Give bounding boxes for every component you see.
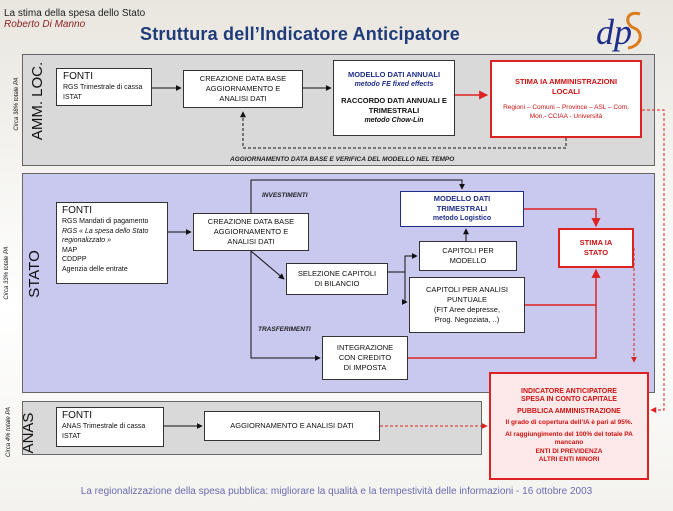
db-line: AGGIORNAMENTO E ANALISI DATI: [230, 421, 354, 430]
indicatore-line: Al raggiungimento del 100% del totale PA…: [505, 430, 633, 447]
author-name: Roberto Di Manno: [4, 19, 86, 30]
integrazione-line: INTEGRAZIONE: [336, 343, 394, 352]
model-title: MODELLO DATI TRIMESTRALI: [433, 194, 491, 213]
svg-text:d: d: [596, 12, 615, 52]
indicatore-line: ENTI DI PREVIDENZA: [535, 447, 603, 455]
share-anas: Circa 4% totale PA: [6, 407, 12, 457]
label-amm-loc: AMM. LOC.: [29, 61, 46, 141]
integrazione-line: DI IMPOSTA: [343, 363, 387, 372]
deck-title: La stima della spesa dello Stato: [4, 8, 146, 19]
capitoli-modello-box: CAPITOLI PER MODELLO: [419, 241, 517, 271]
indicatore-line: ALTRI ENTI MINORI: [538, 456, 600, 463]
stima-box-amm-loc: STIMA IA AMMINISTRAZIONI LOCALI Regioni …: [490, 60, 642, 138]
fonti-line: RGS Mandati di pagamento: [62, 218, 149, 225]
capitoli-line: CAPITOLI PER: [442, 246, 494, 255]
integrazione-line: CON CREDITO: [338, 353, 392, 362]
stima-line: STATO: [583, 248, 609, 257]
deck-header: La stima della spesa dello Stato Roberto…: [4, 8, 145, 30]
model-sub: metodo FE fixed effects: [354, 81, 434, 88]
fonti-box-amm-loc: FONTI RGS Trimestrale di cassa ISTAT: [56, 68, 152, 106]
model-title: MODELLO DATI ANNUALI: [347, 70, 441, 79]
db-line: CREAZIONE DATA BASE: [207, 217, 295, 226]
investimenti-label: INVESTIMENTI: [262, 192, 308, 199]
db-line: ANALISI DATI: [227, 237, 275, 246]
fonti-line: ANAS Trimestrale di cassa: [62, 423, 146, 430]
fonti-line: Agenzia delle entrate: [62, 265, 128, 273]
db-box-amm-loc: CREAZIONE DATA BASE AGGIORNAMENTO E ANAL…: [183, 70, 303, 108]
slide-title: Struttura dell’Indicatore Anticipatore: [140, 24, 460, 44]
fonti-line: MAP: [62, 246, 78, 254]
trasferimenti-label: TRASFERIMENTI: [258, 326, 311, 333]
stima-title: STIMA IA AMMINISTRAZIONI LOCALI: [514, 77, 618, 96]
fonti-line: RGS « La spesa dello Stato regionalizzat…: [62, 227, 149, 245]
db-box-anas: AGGIORNAMENTO E ANALISI DATI: [204, 411, 380, 441]
fonti-box-anas: FONTI ANAS Trimestrale di cassa ISTAT: [56, 407, 164, 447]
model-box-stato: MODELLO DATI TRIMESTRALI metodo Logistic…: [400, 191, 524, 227]
db-box-stato: CREAZIONE DATA BASE AGGIORNAMENTO E ANAL…: [193, 213, 309, 251]
fonti-line: ISTAT: [63, 93, 82, 101]
share-stato: Circa 33% totale PA: [4, 246, 10, 300]
stima-line: STIMA IA: [579, 238, 613, 247]
fonti-line: ISTAT: [62, 432, 81, 440]
label-stato: STATO: [26, 250, 43, 298]
selezione-box: SELEZIONE CAPITOLI DI BILANCIO: [286, 263, 388, 295]
indicatore-box: INDICATORE ANTICIPATORE SPESA IN CONTO C…: [489, 372, 649, 480]
fonti-title: FONTI: [62, 205, 92, 216]
raccordo-title: RACCORDO DATI ANNUALI E TRIMESTRALI: [341, 96, 447, 115]
selezione-line: DI BILANCIO: [314, 279, 360, 288]
fonti-title: FONTI: [62, 410, 92, 421]
indicatore-line: PUBBLICA AMMINISTRAZIONE: [517, 407, 621, 415]
stima-sub: Regioni – Comuni – Province – ASL – Com.…: [503, 104, 629, 120]
capitoli-line: Prog. Negoziata, ..): [434, 315, 500, 324]
footer: La regionalizzazione della spesa pubblic…: [80, 486, 593, 497]
db-line: AGGIORNAMENTO E: [205, 84, 281, 93]
share-amm-loc: Circa 38% totale PA: [14, 77, 20, 131]
capitoli-line: MODELLO: [449, 256, 487, 265]
integrazione-box: INTEGRAZIONE CON CREDITO DI IMPOSTA: [322, 336, 408, 380]
stima-box-stato: STIMA IA STATO: [558, 228, 634, 268]
model-box-amm-loc: MODELLO DATI ANNUALI metodo FE fixed eff…: [333, 60, 455, 136]
capitoli-line: PUNTUALE: [446, 295, 487, 304]
model-sub: metodo Logistico: [432, 215, 492, 222]
dps-logo: d p: [596, 11, 642, 52]
fonti-box-stato: FONTI RGS Mandati di pagamento RGS « La …: [56, 202, 168, 284]
fonti-title: FONTI: [63, 71, 93, 82]
loop-label: AGGIORNAMENTO DATA BASE E VERIFICA DEL M…: [230, 156, 455, 163]
db-line: AGGIORNAMENTO E: [213, 227, 289, 236]
label-anas: ANAS: [20, 412, 37, 454]
selezione-line: SELEZIONE CAPITOLI: [297, 269, 377, 278]
fonti-line: CDDPP: [62, 256, 87, 263]
db-line: CREAZIONE DATA BASE: [199, 74, 287, 83]
indicatore-line: Il grado di copertura dell’IA è pari al …: [505, 419, 633, 426]
db-line: ANALISI DATI: [219, 94, 267, 103]
fonti-line: RGS Trimestrale di cassa: [63, 84, 143, 91]
indicatore-line: INDICATORE ANTICIPATORE: [521, 387, 617, 395]
raccordo-sub: metodo Chow-Lin: [364, 117, 424, 124]
indicatore-line: SPESA IN CONTO CAPITALE: [521, 396, 617, 403]
capitoli-puntuale-box: CAPITOLI PER ANALISI PUNTUALE (FIT Aree …: [409, 277, 525, 333]
capitoli-line: (FIT Aree depresse,: [433, 305, 501, 314]
capitoli-line: CAPITOLI PER ANALISI: [426, 285, 508, 294]
